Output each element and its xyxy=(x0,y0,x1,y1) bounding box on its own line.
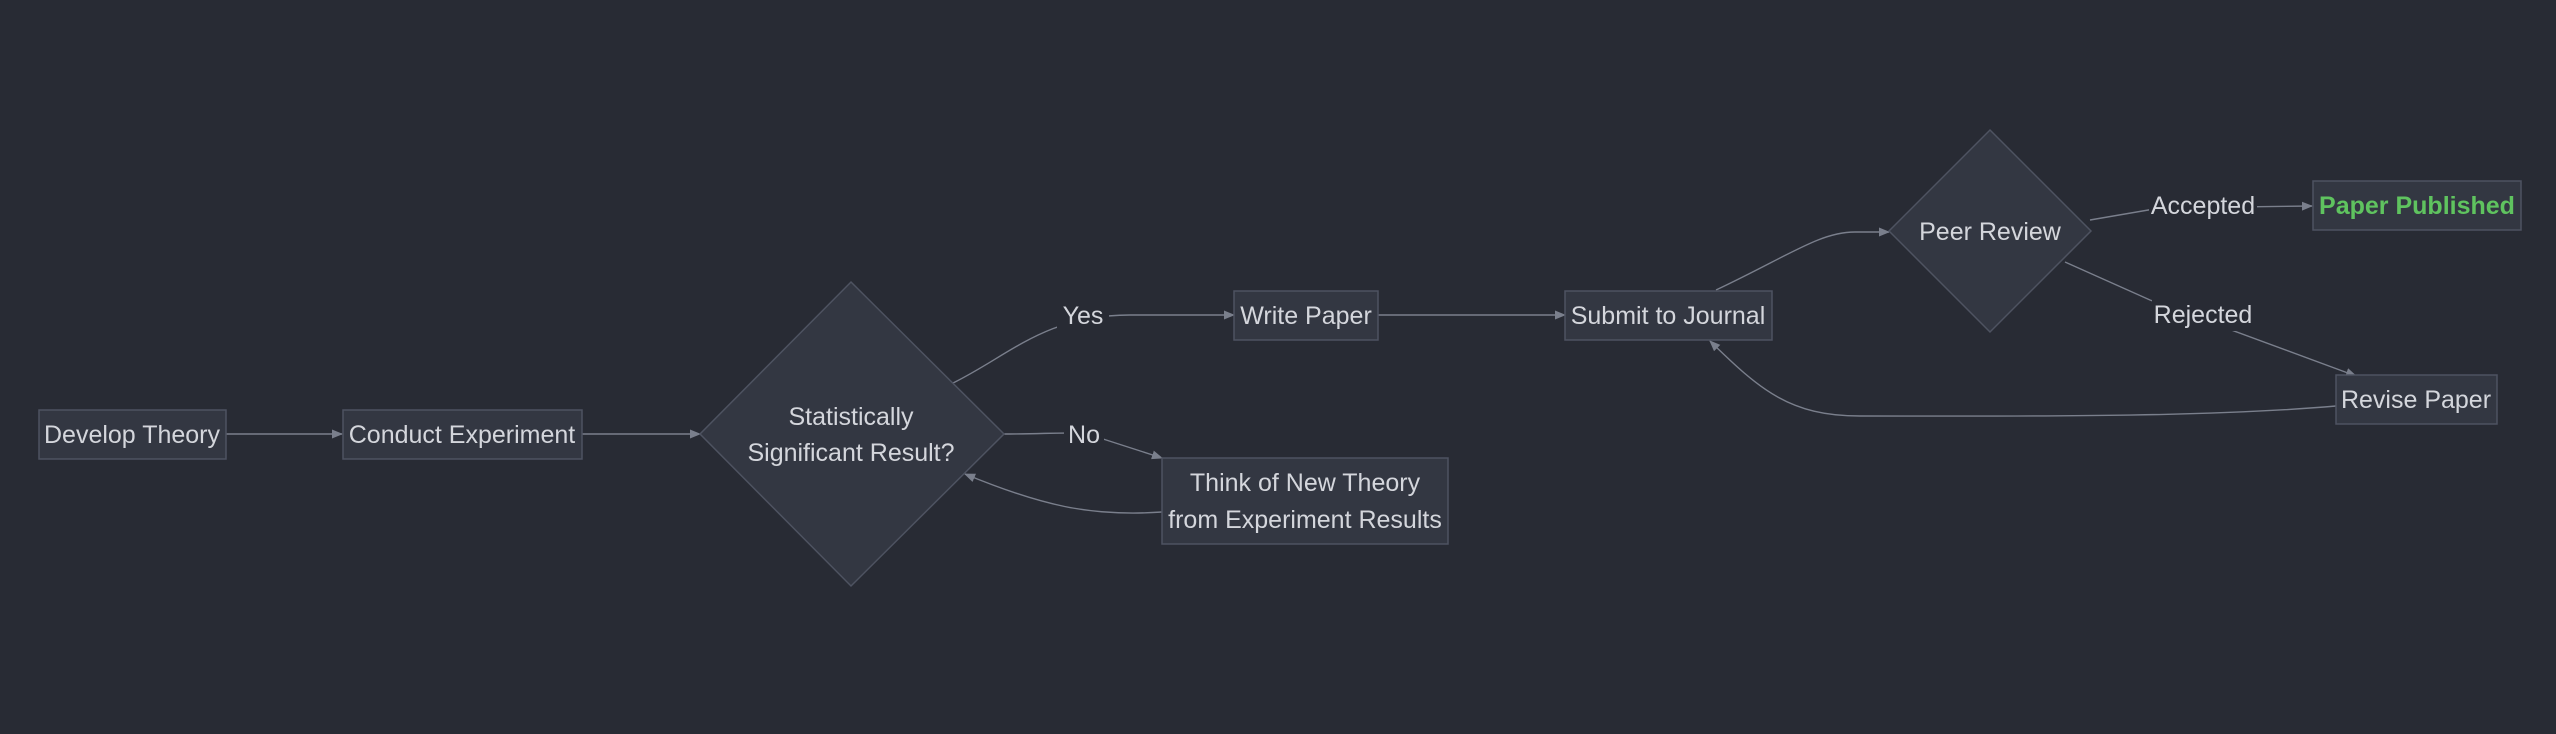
node-significant-result-line2: Significant Result? xyxy=(747,439,954,467)
node-significant-result[interactable]: Statistically Significant Result? xyxy=(698,280,1006,588)
edge-labels: Yes No Accepted Rejected xyxy=(1057,190,2257,451)
edge-label-yes: Yes xyxy=(1063,302,1104,330)
node-conduct-experiment-label: Conduct Experiment xyxy=(349,421,576,449)
node-write-paper-label: Write Paper xyxy=(1240,302,1372,330)
node-paper-published[interactable]: Paper Published xyxy=(2312,180,2522,231)
node-submit-to-journal-label: Submit to Journal xyxy=(1571,302,1766,330)
edge-submit-to-review xyxy=(1715,227,1891,291)
edges xyxy=(226,201,2358,514)
edge-review-to-revise xyxy=(2064,261,2358,377)
node-new-theory-line2: from Experiment Results xyxy=(1168,506,1442,534)
edge-yes-to-write-paper xyxy=(952,310,1236,384)
edge-label-no: No xyxy=(1068,421,1100,449)
node-write-paper[interactable]: Write Paper xyxy=(1233,290,1379,341)
node-revise-paper-label: Revise Paper xyxy=(2341,386,2491,414)
node-submit-to-journal[interactable]: Submit to Journal xyxy=(1564,290,1773,341)
edge-label-rejected: Rejected xyxy=(2154,301,2253,329)
edge-label-accepted: Accepted xyxy=(2151,192,2255,220)
edge-revise-to-submit xyxy=(1709,340,2337,417)
node-significant-result-line1: Statistically xyxy=(788,403,914,431)
node-develop-theory-label: Develop Theory xyxy=(44,421,221,449)
node-peer-review-label: Peer Review xyxy=(1919,218,2062,246)
node-paper-published-label: Paper Published xyxy=(2319,192,2515,220)
node-new-theory-line1: Think of New Theory xyxy=(1190,469,1421,497)
node-new-theory[interactable]: Think of New Theory from Experiment Resu… xyxy=(1161,457,1449,545)
node-develop-theory[interactable]: Develop Theory xyxy=(38,409,227,460)
node-conduct-experiment[interactable]: Conduct Experiment xyxy=(342,409,583,460)
node-peer-review[interactable]: Peer Review xyxy=(1887,128,2093,334)
node-revise-paper[interactable]: Revise Paper xyxy=(2335,374,2498,425)
edge-new-theory-to-significant xyxy=(963,473,1163,514)
